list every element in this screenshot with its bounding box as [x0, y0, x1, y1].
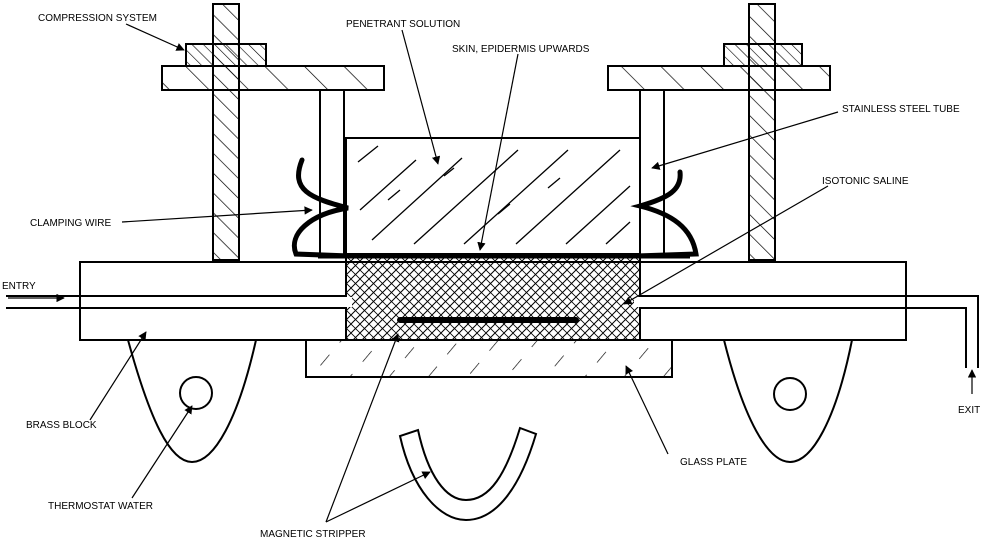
label-magnetic-stripper: MAGNETIC STRIPPER — [260, 529, 366, 540]
label-brass-block: BRASS BLOCK — [26, 420, 97, 431]
saline-chamber — [340, 255, 646, 341]
label-stainless-steel-tube: STAINLESS STEEL TUBE — [842, 104, 960, 115]
leader-lines — [8, 23, 977, 523]
left-steel-tube — [319, 89, 345, 257]
label-skin: SKIN, EPIDERMIS UPWARDS — [452, 44, 590, 55]
entry-tube — [6, 295, 80, 309]
label-thermostat-water: THERMOSTAT WATER — [48, 501, 153, 512]
label-compression-system: COMPRESSION SYSTEM — [38, 13, 157, 24]
right-top-plate — [607, 65, 831, 91]
right-lug — [723, 339, 853, 464]
label-entry: ENTRY — [2, 281, 36, 292]
right-clamping-wire — [630, 169, 699, 259]
left-top-plate — [161, 65, 385, 91]
exit-tube — [906, 295, 979, 368]
label-exit: EXIT — [958, 405, 980, 416]
label-isotonic-saline: ISOTONIC SALINE — [822, 176, 909, 187]
left-lug — [127, 339, 257, 464]
glass-plate — [305, 339, 673, 378]
left-threaded-rod — [212, 3, 240, 261]
label-glass-plate: GLASS PLATE — [680, 457, 747, 468]
left-clamping-wire — [291, 157, 353, 259]
right-steel-tube — [639, 89, 665, 257]
penetrant-solution — [345, 137, 641, 255]
magnetic-stripper-u — [398, 426, 538, 522]
label-penetrant-solution: PENETRANT SOLUTION — [346, 19, 460, 30]
label-clamping-wire: CLAMPING WIRE — [30, 218, 111, 229]
